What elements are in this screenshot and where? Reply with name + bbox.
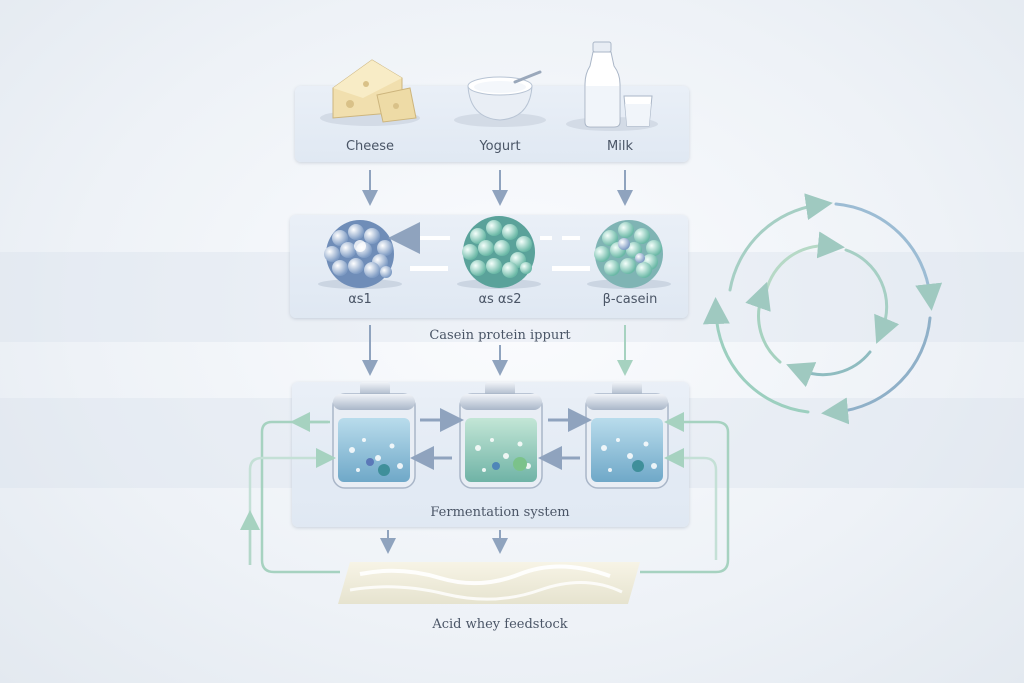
fermentation-tank-1 [332,382,416,489]
source-to-casein-arrows [362,170,633,206]
fermentation-tank-3 [585,382,669,489]
casein-connectors [388,222,590,271]
casein-as1-cluster [318,220,402,289]
beta-casein-cluster [587,220,671,289]
fermentation-caption: Fermentation system [430,505,570,520]
milk-icon [566,41,658,131]
casein-to-tank-arrows [362,325,633,376]
fermentation-tank-2 [459,382,543,489]
recirculation-loop-left [240,412,340,574]
acid-whey-slab [338,562,640,604]
casein-as1-label: αs1 [348,292,372,307]
cheese-label: Cheese [345,139,395,154]
recirculation-loop-right [640,412,730,574]
feedstock-caption: Acid whey feedstock [432,617,568,632]
yogurt-icon [454,70,546,127]
casein-as2-label: αs αs2 [478,292,522,307]
cycle-diagram-inner [745,231,900,388]
beta-casein-label: β-casein [602,292,658,307]
cycle-diagram-outer [702,193,943,425]
yogurt-label: Yogurt [479,139,521,154]
casein-input-caption: Casein protein ippurt [429,328,571,343]
milk-label: Milk [607,139,633,154]
cheese-icon [320,59,420,126]
casein-as2-cluster [457,216,541,289]
tank-connector-arrows [410,408,592,470]
fermentation-output-arrows [380,530,508,554]
